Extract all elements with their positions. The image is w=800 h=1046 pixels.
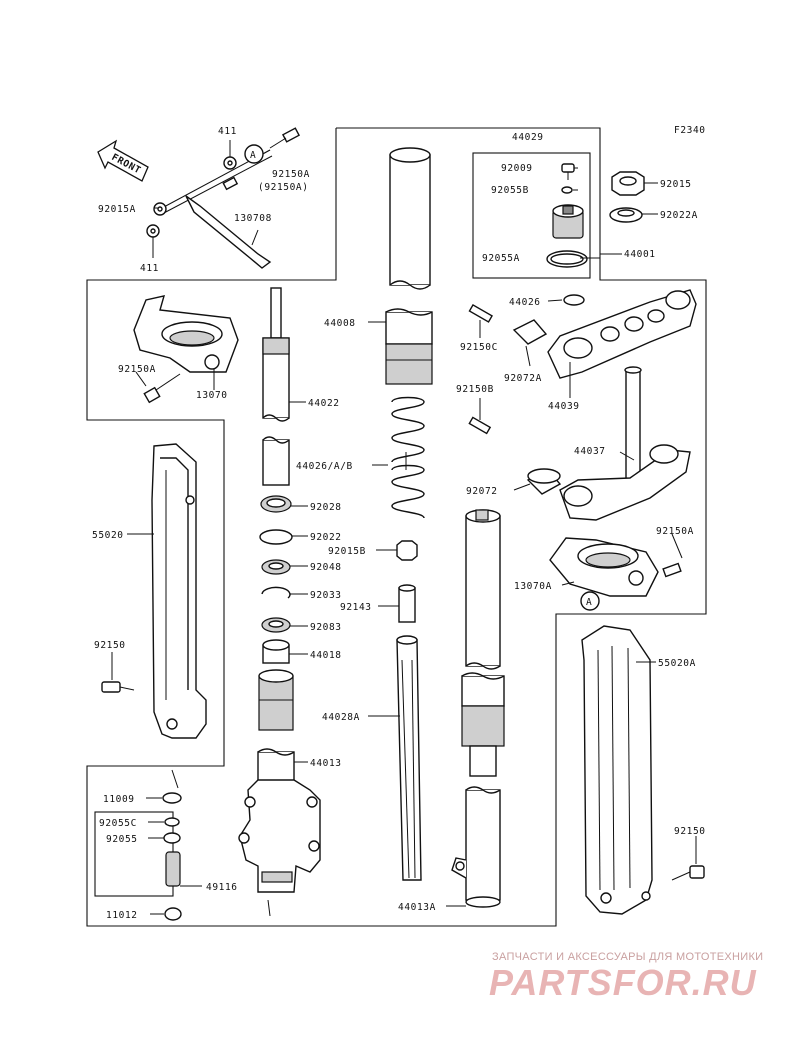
label-11009: 11009 bbox=[103, 794, 135, 805]
label-92015a: 92015A bbox=[98, 204, 136, 215]
left-fork-guard bbox=[151, 443, 207, 739]
frame-lines bbox=[86, 127, 707, 927]
label-92150c: 92150C bbox=[460, 342, 498, 353]
label-92022a: 92022A bbox=[660, 210, 698, 221]
label-13070: 13070 bbox=[196, 390, 228, 401]
label-44026: 44026 bbox=[509, 297, 541, 308]
damper-rod bbox=[396, 635, 422, 881]
label-13070a: 13070A bbox=[514, 581, 552, 592]
label-92028: 92028 bbox=[310, 502, 342, 513]
label-92055c: 92055C bbox=[99, 818, 137, 829]
right-fork-guard bbox=[581, 625, 653, 915]
nut-washer-group bbox=[609, 171, 645, 223]
label-92015b: 92015B bbox=[328, 546, 366, 557]
label-44018: 44018 bbox=[310, 650, 342, 661]
label-55020: 55020 bbox=[92, 530, 124, 541]
front-arrow: FRONT bbox=[97, 139, 149, 182]
bolts bbox=[101, 681, 705, 881]
label-44001: 44001 bbox=[624, 249, 656, 260]
label-44026-a-b: 44026/A/B bbox=[296, 461, 353, 472]
label-92072: 92072 bbox=[466, 486, 498, 497]
right-clamp: A bbox=[549, 537, 682, 611]
label-92015: 92015 bbox=[660, 179, 692, 190]
label-44037: 44037 bbox=[574, 446, 606, 457]
label-92150a-right: 92150A bbox=[656, 526, 694, 537]
cartridge-parts bbox=[162, 769, 182, 921]
nut-collar-group bbox=[396, 540, 418, 623]
label-92083: 92083 bbox=[310, 622, 342, 633]
stem-bottom-clamp bbox=[468, 366, 691, 521]
label-92048: 92048 bbox=[310, 562, 342, 573]
label-44029: 44029 bbox=[512, 132, 544, 143]
label-92055b: 92055B bbox=[491, 185, 529, 196]
left-outer-tube bbox=[238, 748, 321, 917]
label-92009: 92009 bbox=[501, 163, 533, 174]
watermark-tagline: ЗАПЧАСТИ И АКСЕССУАРЫ ДЛЯ МОТОТЕХНИКИ bbox=[492, 951, 764, 963]
right-fork-assembly bbox=[451, 509, 505, 908]
label-55020a: 55020A bbox=[658, 658, 696, 669]
label-44013: 44013 bbox=[310, 758, 342, 769]
cable-guide-group: A bbox=[146, 127, 301, 269]
leader-lines bbox=[111, 167, 697, 915]
damper-cap-group bbox=[546, 163, 588, 268]
part-labels: 411 92150A (92150A) 92015A 130708 411 44… bbox=[92, 126, 706, 921]
label-411-top: 411 bbox=[218, 126, 237, 137]
ref-marker-a-top: A bbox=[250, 150, 256, 161]
label-44008: 44008 bbox=[324, 318, 356, 329]
label-11012: 11012 bbox=[106, 910, 138, 921]
label-92150b: 92150B bbox=[456, 384, 494, 395]
label-92033: 92033 bbox=[310, 590, 342, 601]
fork-spring bbox=[391, 396, 425, 519]
label-130708: 130708 bbox=[234, 213, 272, 224]
label-92150a-paren: (92150A) bbox=[258, 182, 309, 193]
label-92150-right: 92150 bbox=[674, 826, 706, 837]
figure-code: F2340 bbox=[674, 125, 706, 136]
label-92055a: 92055A bbox=[482, 253, 520, 264]
label-44039: 44039 bbox=[548, 401, 580, 412]
label-49116: 49116 bbox=[206, 882, 238, 893]
label-92143: 92143 bbox=[340, 602, 372, 613]
left-inner-tube bbox=[258, 287, 294, 731]
label-44028a: 44028A bbox=[322, 712, 360, 723]
label-92150a: 92150A bbox=[272, 169, 310, 180]
label-92150-left: 92150 bbox=[94, 640, 126, 651]
upper-fork-tube bbox=[385, 147, 433, 385]
watermark-logo: PARTSFOR.RU bbox=[489, 962, 757, 1003]
label-92022: 92022 bbox=[310, 532, 342, 543]
ref-marker-a-bottom: A bbox=[586, 597, 592, 608]
label-44022: 44022 bbox=[308, 398, 340, 409]
label-92072a: 92072A bbox=[504, 373, 542, 384]
left-clamp bbox=[133, 295, 239, 404]
label-92150a-left: 92150A bbox=[118, 364, 156, 375]
label-411-bottom: 411 bbox=[140, 263, 159, 274]
label-92055: 92055 bbox=[106, 834, 138, 845]
label-44013a: 44013A bbox=[398, 902, 436, 913]
top-triple-clamp bbox=[468, 289, 697, 379]
